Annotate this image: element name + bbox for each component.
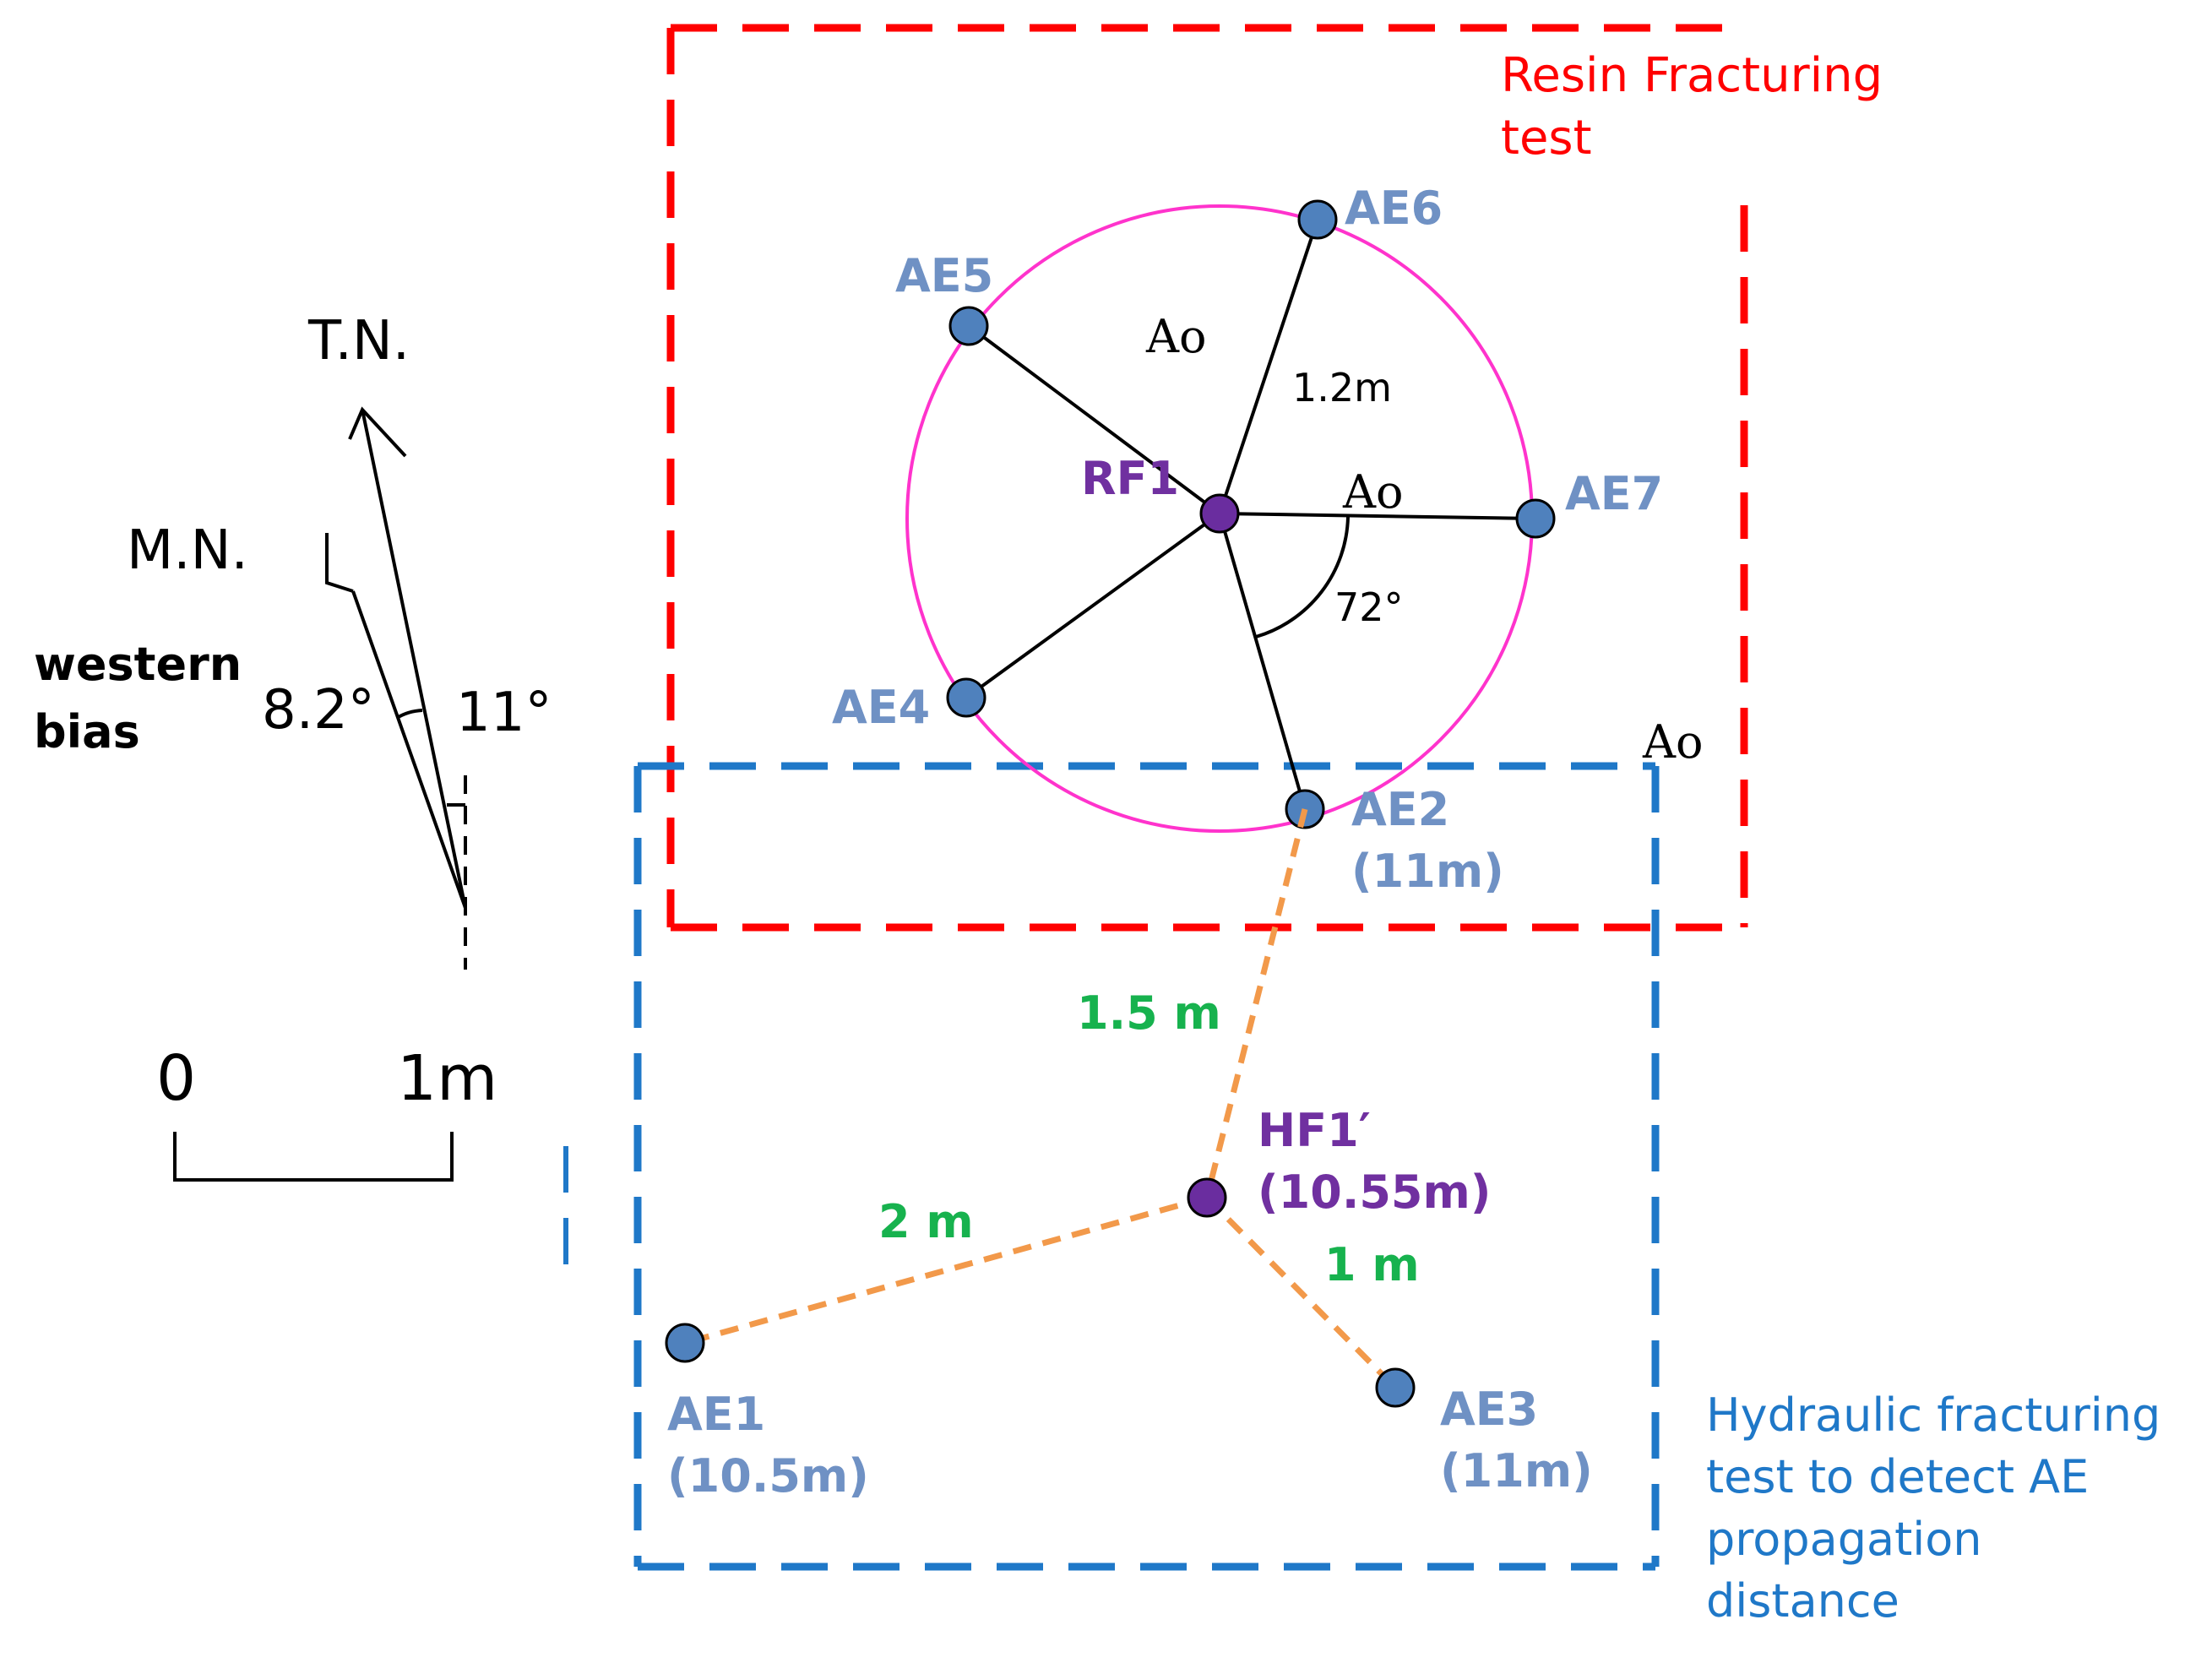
sensor-ae4 (946, 677, 986, 718)
magnetic-north-flag (325, 533, 354, 593)
ae7-label: AE7 (1565, 467, 1663, 520)
rf1-label: RF1 (1081, 452, 1179, 505)
spokes (965, 219, 1536, 810)
angle-label: 72° (1334, 584, 1404, 630)
ao-mark: Ao (1145, 310, 1207, 363)
hydraulic-sensors (665, 1323, 1416, 1408)
ao-mark: Ao (1342, 465, 1404, 519)
hydraulic-caption-line1: Hydraulic fracturing (1706, 1389, 2160, 1442)
angle-arc-72 (1255, 516, 1350, 639)
hydraulic-caption-line4: distance (1706, 1574, 1899, 1628)
compass (325, 406, 467, 970)
ae4-label: AE4 (832, 681, 930, 734)
hf1-depth: (10.55m) (1258, 1166, 1491, 1219)
ae2-depth: (11m) (1351, 845, 1504, 898)
ao-mark: Ao (1642, 715, 1704, 769)
angle-11-label: 11° (456, 682, 552, 744)
sensor-ae1 (665, 1323, 705, 1363)
scale-start-label: 0 (156, 1042, 196, 1115)
hydraulic-caption-line3: propagation (1706, 1513, 1982, 1566)
true-north-label: T.N. (307, 310, 410, 372)
distance-ae2: 1.5 m (1077, 986, 1221, 1040)
true-north-arrowhead (348, 406, 407, 458)
distance-ae3: 1 m (1324, 1238, 1420, 1291)
spoke-ae7 (1219, 512, 1536, 520)
magnetic-north-label: M.N. (127, 519, 248, 582)
ae1-depth: (10.5m) (667, 1449, 869, 1503)
ae3-depth: (11m) (1440, 1444, 1593, 1497)
spoke-ae2 (1218, 513, 1307, 810)
spoke-ae5 (967, 324, 1221, 515)
resin-caption-line2: test (1501, 111, 1592, 166)
resin-caption-line1: Resin Fracturing (1501, 48, 1883, 103)
bias-label-line1: western (34, 638, 242, 691)
sensor-ae6 (1297, 199, 1338, 240)
sensor-ae3 (1375, 1367, 1416, 1408)
spoke-ae4 (965, 512, 1221, 699)
distance-ae1: 2 m (878, 1195, 974, 1248)
ae1-label: AE1 (667, 1388, 765, 1441)
sensor-ae7 (1515, 498, 1556, 539)
borehole-rf1 (1199, 493, 1240, 534)
declination-label: 8.2° (262, 679, 375, 742)
bias-label-line2: bias (34, 705, 140, 758)
radius-label: 1.2m (1292, 365, 1392, 410)
ae3-label: AE3 (1440, 1383, 1538, 1436)
scale-bar (173, 1132, 454, 1182)
hydraulic-caption-line2: test to detect AE (1706, 1450, 2089, 1503)
spoke-ae6 (1218, 219, 1319, 514)
ae2-label: AE2 (1351, 783, 1449, 836)
borehole-hf1 (1187, 1177, 1227, 1218)
true-north-arrow (361, 409, 467, 909)
hydraulic-test-box (633, 762, 1660, 1571)
scale-end-label: 1m (397, 1042, 497, 1115)
line-hf1-ae3 (1204, 1195, 1398, 1390)
hydraulic-lines (684, 808, 1398, 1390)
ae6-label: AE6 (1345, 182, 1443, 235)
resin-test-box (666, 24, 1748, 932)
hf1-label: HF1′ (1258, 1104, 1371, 1157)
declination-arc (395, 709, 423, 720)
ae5-label: AE5 (895, 249, 993, 302)
line-hf1-ae2 (1204, 808, 1308, 1198)
magnetic-north-line (351, 590, 467, 909)
sensor-ae5 (948, 306, 989, 346)
